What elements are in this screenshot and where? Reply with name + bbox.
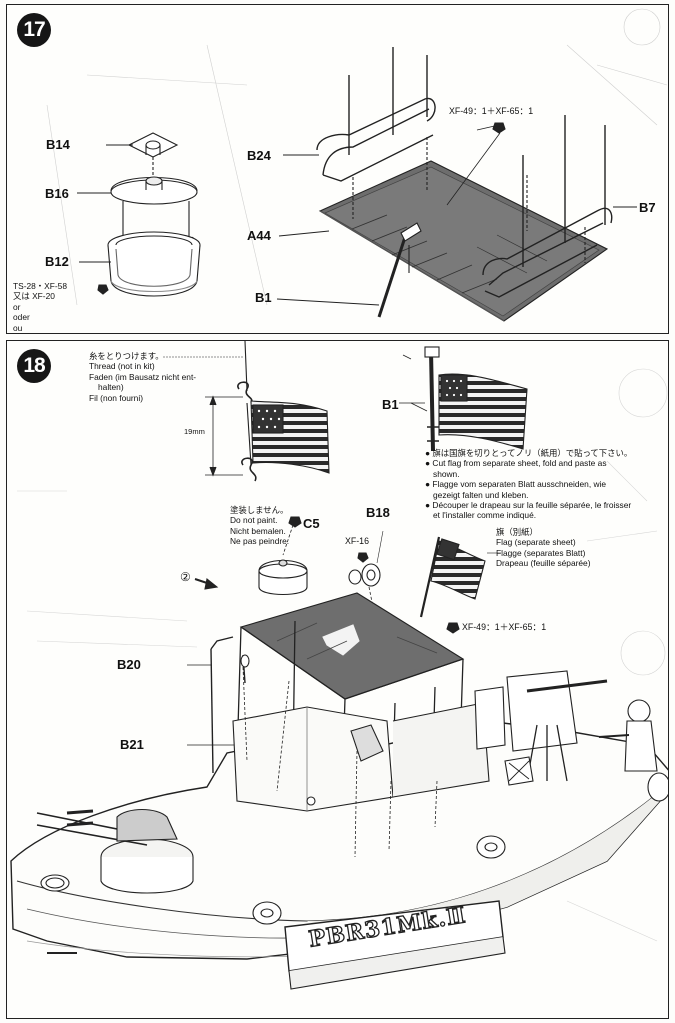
label-c5: C5	[303, 516, 320, 531]
step-18-drawing	[10, 341, 668, 990]
label-b1: B1	[255, 290, 272, 305]
label-a44: A44	[247, 228, 271, 243]
paint-canopy-mix: XF-49：1＋XF-65：1	[449, 106, 534, 116]
step-number: 18	[17, 349, 51, 383]
dimension-19mm: 19mm	[184, 427, 205, 436]
ref-step-2: ②	[180, 570, 191, 584]
flag-instruction: ● 旗は国旗を切りとってノリ（紙用）で貼って下さい。 ● Cut flag fr…	[425, 448, 633, 521]
paint-cover-note: TS-28・XF-58 又は XF-20 or oder ou	[13, 281, 67, 333]
label-b21: B21	[120, 737, 144, 752]
label-b7: B7	[639, 200, 656, 215]
label-b18: B18	[366, 505, 390, 520]
label-b16: B16	[45, 186, 69, 201]
step-number: 17	[17, 13, 51, 47]
label-b14: B14	[46, 137, 70, 152]
label-b12: B12	[45, 254, 69, 269]
label-b20: B20	[117, 657, 141, 672]
flag-label: 旗（別紙） Flag (separate sheet) Flagge (sepa…	[496, 527, 591, 569]
step-18-panel: 18	[6, 340, 669, 1019]
step-17-panel: 17	[6, 4, 669, 334]
step-17-drawing	[46, 8, 668, 322]
no-paint-note: 塗装しません。 Do not paint. Nicht bemalen. Ne …	[230, 505, 290, 547]
label-b1: B1	[382, 397, 399, 412]
label-b24: B24	[247, 148, 271, 163]
paint-canopy-mix: XF-49：1＋XF-65：1	[462, 622, 547, 632]
paint-xf16: XF-16	[345, 536, 369, 546]
thread-note: 糸をとりつけます。 Thread (not in kit) Faden (im …	[89, 351, 197, 403]
